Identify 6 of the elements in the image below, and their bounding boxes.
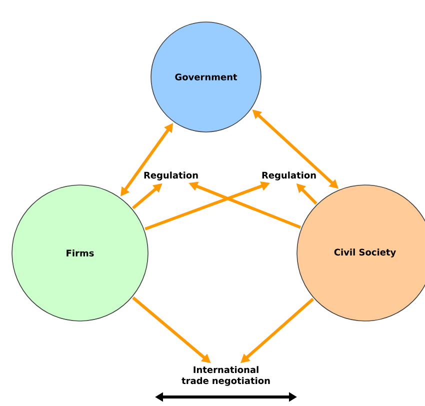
node-label: International trade negotiation: [182, 366, 270, 386]
node-label: Regulation: [144, 172, 198, 180]
circle-node: Civil Society: [296, 184, 425, 322]
circle-node: Firms: [12, 184, 148, 322]
node-label: Regulation: [262, 172, 316, 180]
circle-node: Government: [150, 22, 262, 132]
